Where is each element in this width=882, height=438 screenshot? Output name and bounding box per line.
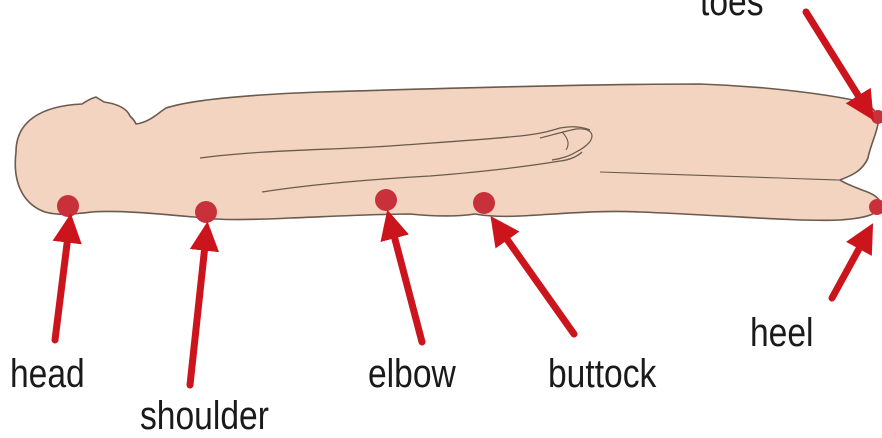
label-head: head xyxy=(10,354,85,394)
arrow-elbow xyxy=(391,224,422,342)
body-silhouette xyxy=(15,84,881,220)
label-buttock: buttock xyxy=(548,354,656,394)
pressure-dot-head xyxy=(57,195,79,217)
label-heel: heel xyxy=(750,313,814,353)
arrow-shoulder xyxy=(190,236,206,385)
label-elbow: elbow xyxy=(368,354,456,394)
label-toes: toes xyxy=(700,0,764,22)
pressure-dot-shoulder xyxy=(195,201,217,223)
arrow-heel xyxy=(832,236,866,298)
pressure-dot-elbow xyxy=(375,189,397,211)
arrow-head xyxy=(55,228,69,340)
pressure-dot-buttock xyxy=(473,192,495,214)
label-shoulder: shoulder xyxy=(140,396,269,436)
arrow-buttock xyxy=(499,228,574,334)
